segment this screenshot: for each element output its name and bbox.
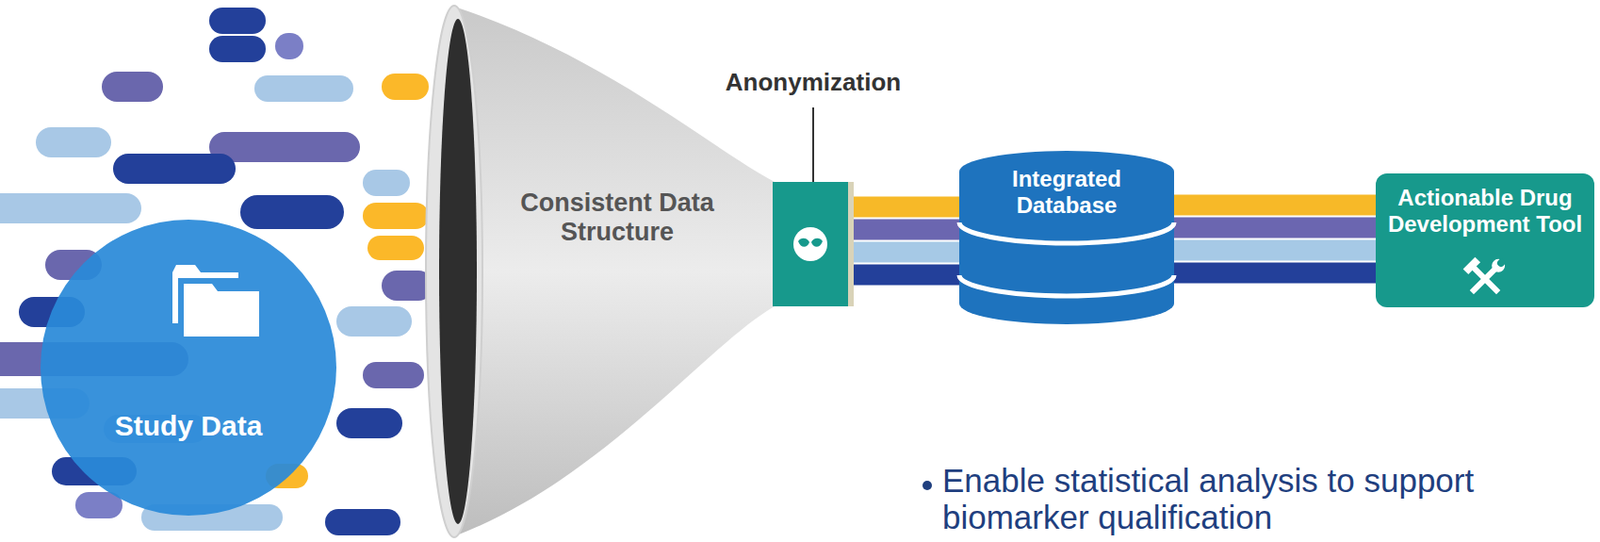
tool-box: Actionable Drug Development Tool bbox=[1375, 173, 1595, 308]
data-pills bbox=[0, 7, 434, 536]
node-outline bbox=[424, 3, 775, 539]
circle-outline bbox=[40, 219, 337, 516]
stream-band bbox=[853, 264, 960, 286]
cylinder-body bbox=[959, 150, 1175, 325]
tools-icon bbox=[1463, 256, 1508, 294]
stream-band bbox=[1174, 240, 1376, 262]
funnel-rim bbox=[425, 5, 483, 538]
cylinder-band bbox=[959, 222, 1175, 244]
stream-band bbox=[853, 242, 960, 263]
node-label: Integrated Database bbox=[959, 165, 1175, 218]
bullet-text: Enable statistical analysis to support b… bbox=[942, 461, 1593, 536]
node-label: Anonymization bbox=[697, 68, 930, 98]
study-data-circle: Study Data bbox=[40, 219, 337, 516]
data-stream bbox=[1174, 205, 1376, 274]
bullet-dot bbox=[922, 480, 932, 490]
folder-icon bbox=[172, 264, 260, 337]
anonymization-box: Anonymization bbox=[772, 181, 854, 307]
node-label: Consistent Data Structure bbox=[494, 188, 740, 247]
cylinder-band bbox=[959, 275, 1175, 296]
database-cylinder: Integrated Database bbox=[959, 150, 1175, 325]
funnel-opening bbox=[439, 18, 477, 524]
data-stream bbox=[853, 207, 960, 276]
node-label: Study Data bbox=[40, 409, 337, 443]
node-label: Actionable Drug Development Tool bbox=[1383, 184, 1587, 237]
stream-band bbox=[1174, 262, 1376, 284]
node-outline bbox=[40, 219, 337, 516]
leader-line bbox=[812, 107, 815, 182]
box-edge bbox=[848, 181, 854, 307]
stream-band bbox=[853, 219, 960, 241]
box-outline bbox=[1375, 173, 1595, 308]
stream-band bbox=[853, 196, 960, 218]
box-outline bbox=[772, 181, 854, 307]
node-outline bbox=[772, 181, 854, 307]
mask-icon bbox=[793, 227, 828, 262]
stream-band bbox=[1174, 217, 1376, 239]
funnel-shape: Consistent Data Structure bbox=[424, 3, 775, 539]
stream-band bbox=[1174, 195, 1376, 216]
